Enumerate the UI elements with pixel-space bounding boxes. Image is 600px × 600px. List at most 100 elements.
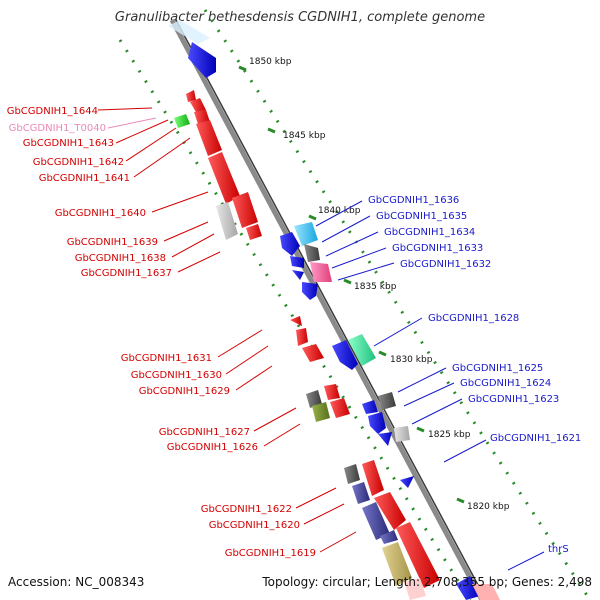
label-leader bbox=[397, 367, 447, 393]
gene-label: GbCGDNIH1_1644 bbox=[7, 106, 98, 117]
reverse-gene-arrow bbox=[290, 256, 304, 268]
forward-gene-arrow bbox=[196, 120, 222, 156]
reverse-gene-arrow bbox=[400, 476, 414, 488]
reverse-gene-arrow bbox=[292, 270, 304, 280]
label-leader bbox=[253, 407, 297, 432]
label-leader bbox=[373, 317, 423, 347]
reverse-gene-arrow bbox=[332, 340, 358, 370]
label-leader bbox=[125, 127, 177, 162]
label-leader bbox=[321, 215, 371, 243]
gene-label: GbCGDNIH1_1642 bbox=[33, 157, 124, 168]
forward-gene-arrow bbox=[344, 464, 360, 484]
label-leader bbox=[295, 487, 337, 509]
forward-gene-arrow bbox=[290, 316, 302, 326]
gene-label: GbCGDNIH1_1630 bbox=[131, 370, 222, 381]
gene-label: GbCGDNIH1_1628 bbox=[428, 313, 519, 324]
label-leader bbox=[115, 119, 169, 144]
forward-gene-arrow bbox=[396, 522, 440, 588]
reverse-gene-arrow bbox=[456, 576, 480, 600]
gene-label: GbCGDNIH1_1643 bbox=[23, 138, 114, 149]
reverse-gene-arrow bbox=[168, 20, 210, 44]
label-leader bbox=[151, 191, 209, 213]
gene-label: GbCGDNIH1_1638 bbox=[75, 253, 166, 264]
scale-ticks bbox=[238, 65, 465, 504]
label-leader bbox=[331, 247, 387, 269]
label-leader bbox=[319, 531, 357, 553]
reverse-gene-arrow bbox=[280, 232, 300, 256]
label-leader bbox=[507, 551, 545, 571]
forward-gene-arrow bbox=[312, 402, 330, 422]
genome-backbone-shadow bbox=[175, 19, 487, 600]
gene-label: GbCGDNIH1_1623 bbox=[468, 394, 559, 405]
label-leader bbox=[337, 262, 395, 281]
topology-text: Topology: circular; Length: 2,708,355 bp… bbox=[262, 575, 592, 589]
reverse-strand-features bbox=[168, 20, 500, 600]
forward-gene-arrow bbox=[186, 90, 196, 102]
gene-label: GbCGDNIH1_1637 bbox=[81, 268, 172, 279]
left-gene-labels: GbCGDNIH1_1644 GbCGDNIH1_T0040 GbCGDNIH1… bbox=[7, 106, 357, 559]
label-leader bbox=[303, 503, 345, 525]
label-leader bbox=[325, 231, 379, 257]
forward-gene-arrow bbox=[246, 224, 262, 240]
gene-label: GbCGDNIH1_1631 bbox=[121, 353, 212, 364]
forward-gene-arrow bbox=[330, 398, 350, 418]
label-leader bbox=[217, 329, 263, 358]
gene-label: GbCGDNIH1_1641 bbox=[39, 173, 130, 184]
scale-labels: 1850 kbp 1845 kbp 1840 kbp 1835 kbp 1830… bbox=[249, 57, 510, 512]
reverse-gene-arrow bbox=[378, 392, 396, 410]
gene-label: GbCGDNIH1_1632 bbox=[400, 259, 491, 270]
forward-gene-arrow bbox=[194, 110, 210, 124]
label-leader bbox=[411, 398, 463, 425]
reverse-gene-arrow bbox=[302, 282, 318, 300]
reverse-gene-arrow bbox=[304, 244, 320, 262]
forward-gene-arrow bbox=[374, 492, 406, 530]
label-leader bbox=[163, 221, 209, 242]
reverse-gene-arrow bbox=[348, 334, 376, 366]
forward-gene-arrow bbox=[380, 530, 398, 544]
label-leader bbox=[97, 107, 153, 111]
gene-label: GbCGDNIH1_T0040 bbox=[9, 123, 106, 134]
forward-gene-arrow bbox=[296, 328, 308, 346]
right-gene-labels: GbCGDNIH1_1636 GbCGDNIH1_1635 GbCGDNIH1_… bbox=[315, 195, 581, 571]
forward-gene-arrow bbox=[362, 502, 390, 540]
trna-feature bbox=[174, 114, 190, 128]
label-leader bbox=[133, 137, 191, 178]
scale-label: 1825 kbp bbox=[428, 430, 471, 440]
gene-label: GbCGDNIH1_1639 bbox=[67, 237, 158, 248]
reverse-gene-arrow bbox=[310, 262, 332, 282]
gene-label: GbCGDNIH1_1640 bbox=[55, 208, 146, 219]
forward-gene-arrow bbox=[362, 460, 384, 496]
gene-label: GbCGDNIH1_1629 bbox=[139, 386, 230, 397]
reverse-gene-arrow bbox=[362, 400, 378, 414]
gene-label: GbCGDNIH1_1625 bbox=[452, 363, 543, 374]
gene-label: thrS bbox=[548, 544, 569, 555]
forward-gene-arrow bbox=[216, 202, 238, 240]
forward-gene-arrow bbox=[208, 152, 240, 204]
forward-gene-arrow bbox=[352, 482, 370, 504]
gene-label: GbCGDNIH1_1634 bbox=[384, 227, 475, 238]
label-leader bbox=[403, 382, 455, 407]
genome-title: Granulibacter bethesdensis CGDNIH1, comp… bbox=[114, 10, 486, 25]
scale-label: 1840 kbp bbox=[318, 206, 361, 216]
forward-gene-arrow bbox=[324, 384, 340, 400]
reverse-gene-arrow bbox=[472, 584, 500, 600]
label-leader bbox=[263, 423, 301, 447]
gene-label: GbCGDNIH1_1633 bbox=[392, 243, 483, 254]
reverse-gene-arrow bbox=[188, 42, 216, 78]
forward-gene-arrow bbox=[382, 542, 412, 586]
reverse-gene-arrow bbox=[378, 432, 392, 446]
label-leader bbox=[225, 345, 269, 375]
gene-label: GbCGDNIH1_1619 bbox=[225, 548, 316, 559]
gene-label: GbCGDNIH1_1626 bbox=[167, 442, 258, 453]
label-leader bbox=[235, 365, 273, 391]
label-leader bbox=[443, 439, 487, 463]
label-leader bbox=[177, 251, 221, 273]
scale-label: 1830 kbp bbox=[390, 355, 433, 365]
gene-label: GbCGDNIH1_1621 bbox=[490, 433, 581, 444]
forward-gene-arrow bbox=[302, 344, 324, 362]
reverse-gene-arrow bbox=[394, 426, 410, 442]
scale-label: 1845 kbp bbox=[283, 131, 326, 141]
gene-label: GbCGDNIH1_1635 bbox=[376, 211, 467, 222]
reverse-gene-arrow bbox=[294, 222, 318, 246]
